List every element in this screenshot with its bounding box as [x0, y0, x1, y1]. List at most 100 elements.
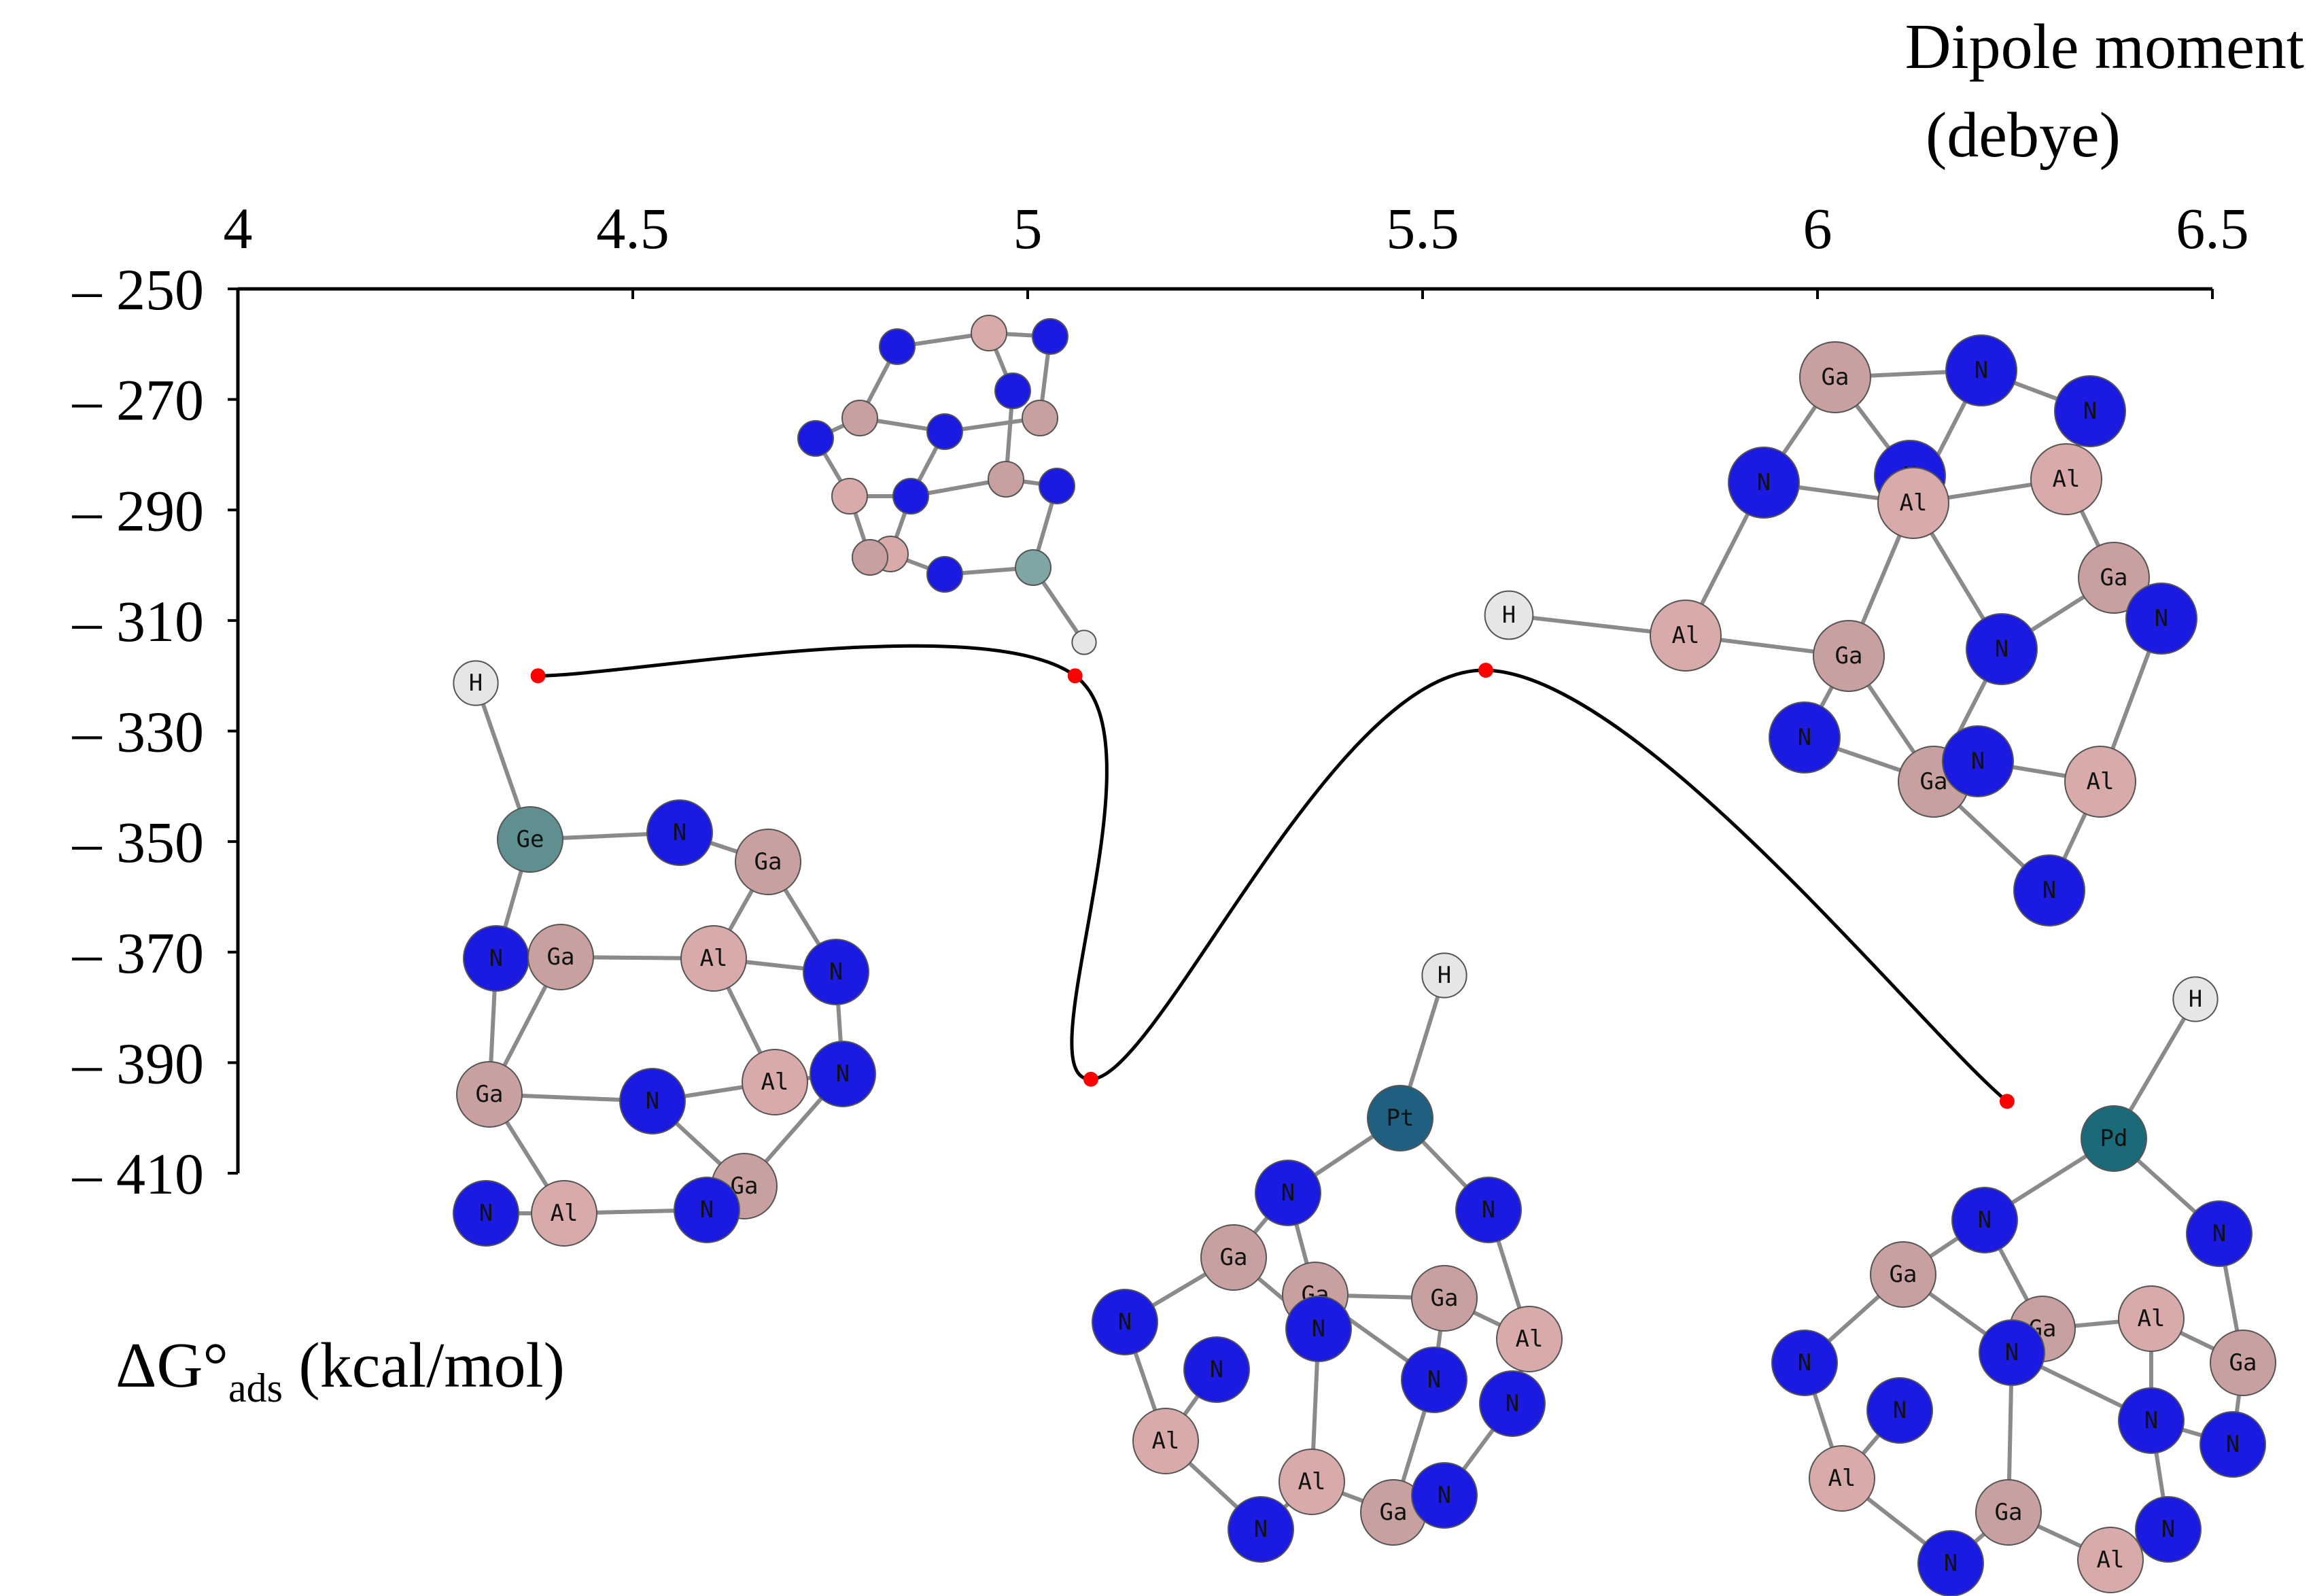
atom-label: H: [1502, 602, 1516, 629]
atom-label: N: [829, 958, 843, 986]
atom-label: N: [1482, 1196, 1495, 1224]
atom-label: N: [1978, 1207, 1992, 1234]
molecule-al-h: HAlGaNNNNAlAlGaNGaNNGaNAlN: [1484, 334, 2197, 926]
atom: [2125, 583, 2197, 655]
atom: [646, 799, 713, 866]
atom: [2064, 746, 2136, 818]
atom: [2118, 1285, 2185, 1352]
atom: [1942, 725, 2014, 797]
atom: [926, 556, 963, 593]
atom: [2210, 1330, 2276, 1396]
atom: [971, 315, 1007, 351]
y-axis-title-unit: (kcal/mol): [283, 1330, 565, 1401]
atom: [1975, 1479, 2042, 1546]
atom: [1200, 1224, 1267, 1291]
atom-label: Al: [2097, 1546, 2125, 1574]
x-axis-title-line1: Dipole moment: [1905, 12, 2304, 82]
atom-label: N: [2144, 1407, 2158, 1434]
atom: [1279, 1448, 1345, 1515]
atom-label: Al: [1516, 1325, 1544, 1353]
atom-label: N: [836, 1060, 850, 1088]
atom-label: N: [673, 819, 686, 846]
x-tick-label: 6.5: [2176, 196, 2249, 261]
atom: [742, 1049, 808, 1115]
atom: [879, 328, 916, 365]
atom: [1228, 1496, 1294, 1563]
atom: [1809, 1445, 1875, 1512]
atom-label: N: [1506, 1390, 1519, 1417]
atom: [2135, 1496, 2202, 1563]
atom-label: N: [2212, 1220, 2226, 1247]
atom-label: Ga: [476, 1081, 504, 1108]
x-axis-title-line2: (debye): [1926, 100, 2121, 171]
atom-label: Ga: [1890, 1261, 1917, 1288]
molecule-illustrations: HGeNGaNGaAlNGaNAlNGaNAlNHAlGaNNNNAlAlGaN…: [453, 315, 2276, 1596]
data-point: [1067, 668, 1083, 684]
data-point: [1999, 1094, 2015, 1109]
atom: [2081, 1105, 2147, 1172]
atom: [1015, 549, 1051, 586]
atom: [1132, 1408, 1199, 1474]
atom: [1022, 400, 1058, 436]
atom: [831, 478, 868, 515]
y-tick-label: – 370: [72, 920, 205, 986]
atom-label: N: [1893, 1397, 1907, 1424]
atom-label: N: [1254, 1516, 1268, 1543]
atom: [1479, 1370, 1546, 1437]
atom-label: N: [1210, 1356, 1223, 1383]
atom: [1039, 468, 1075, 504]
atom-label: N: [1798, 1349, 1811, 1376]
atom: [1411, 1462, 1478, 1529]
atom: [926, 413, 963, 450]
atom: [2199, 1411, 2266, 1478]
atom-label: Al: [551, 1200, 578, 1227]
atom-label: N: [1438, 1482, 1451, 1509]
atom-label: N: [1944, 1550, 1958, 1577]
atom: [2013, 854, 2085, 926]
atom: [1455, 1177, 1522, 1243]
atom-label: Ga: [754, 848, 782, 875]
atom: [1496, 1306, 1563, 1372]
atom: [1917, 1530, 1984, 1596]
atom-label: H: [2189, 986, 2202, 1013]
atom-label: N: [1975, 357, 1988, 384]
atom: [2118, 1387, 2185, 1454]
atom: [1870, 1241, 1936, 1308]
series-markers: [530, 663, 2015, 1109]
atom-label: Ga: [1431, 1285, 1459, 1312]
atom-label: Al: [1298, 1468, 1326, 1495]
atom-label: Al: [1900, 489, 1928, 517]
y-tick-label: – 310: [72, 589, 205, 654]
atom-label: Ga: [1380, 1499, 1408, 1526]
atom: [453, 660, 499, 706]
atom: [527, 924, 594, 990]
x-tick-label: 5: [1013, 196, 1043, 261]
atom-label: Al: [2053, 466, 2081, 493]
atom-label: N: [489, 945, 503, 972]
y-tick-label: – 330: [72, 699, 205, 765]
atom-label: Ge: [517, 826, 544, 853]
atom: [1650, 600, 1722, 672]
atom-label: Ga: [2229, 1349, 2257, 1376]
atom: [680, 925, 747, 992]
atom: [797, 420, 834, 457]
atom-label: N: [2005, 1339, 2019, 1366]
atom: [803, 939, 869, 1005]
series-curve: [538, 644, 2008, 1103]
atom-label: N: [2155, 605, 2168, 632]
atom-label: Ga: [1835, 642, 1863, 670]
atom-label: H: [469, 670, 483, 697]
atom: [456, 1061, 523, 1128]
data-point: [1083, 1071, 1098, 1087]
atom: [619, 1068, 686, 1134]
atom: [531, 1180, 597, 1247]
atom-label: Pd: [2100, 1125, 2128, 1152]
y-tick-label: – 410: [72, 1141, 205, 1207]
x-tick-label: 5.5: [1386, 196, 1459, 261]
atom: [1401, 1347, 1467, 1413]
atom-label: Ga: [1920, 768, 1948, 795]
atom: [1092, 1289, 1158, 1355]
atom: [1411, 1265, 1478, 1332]
